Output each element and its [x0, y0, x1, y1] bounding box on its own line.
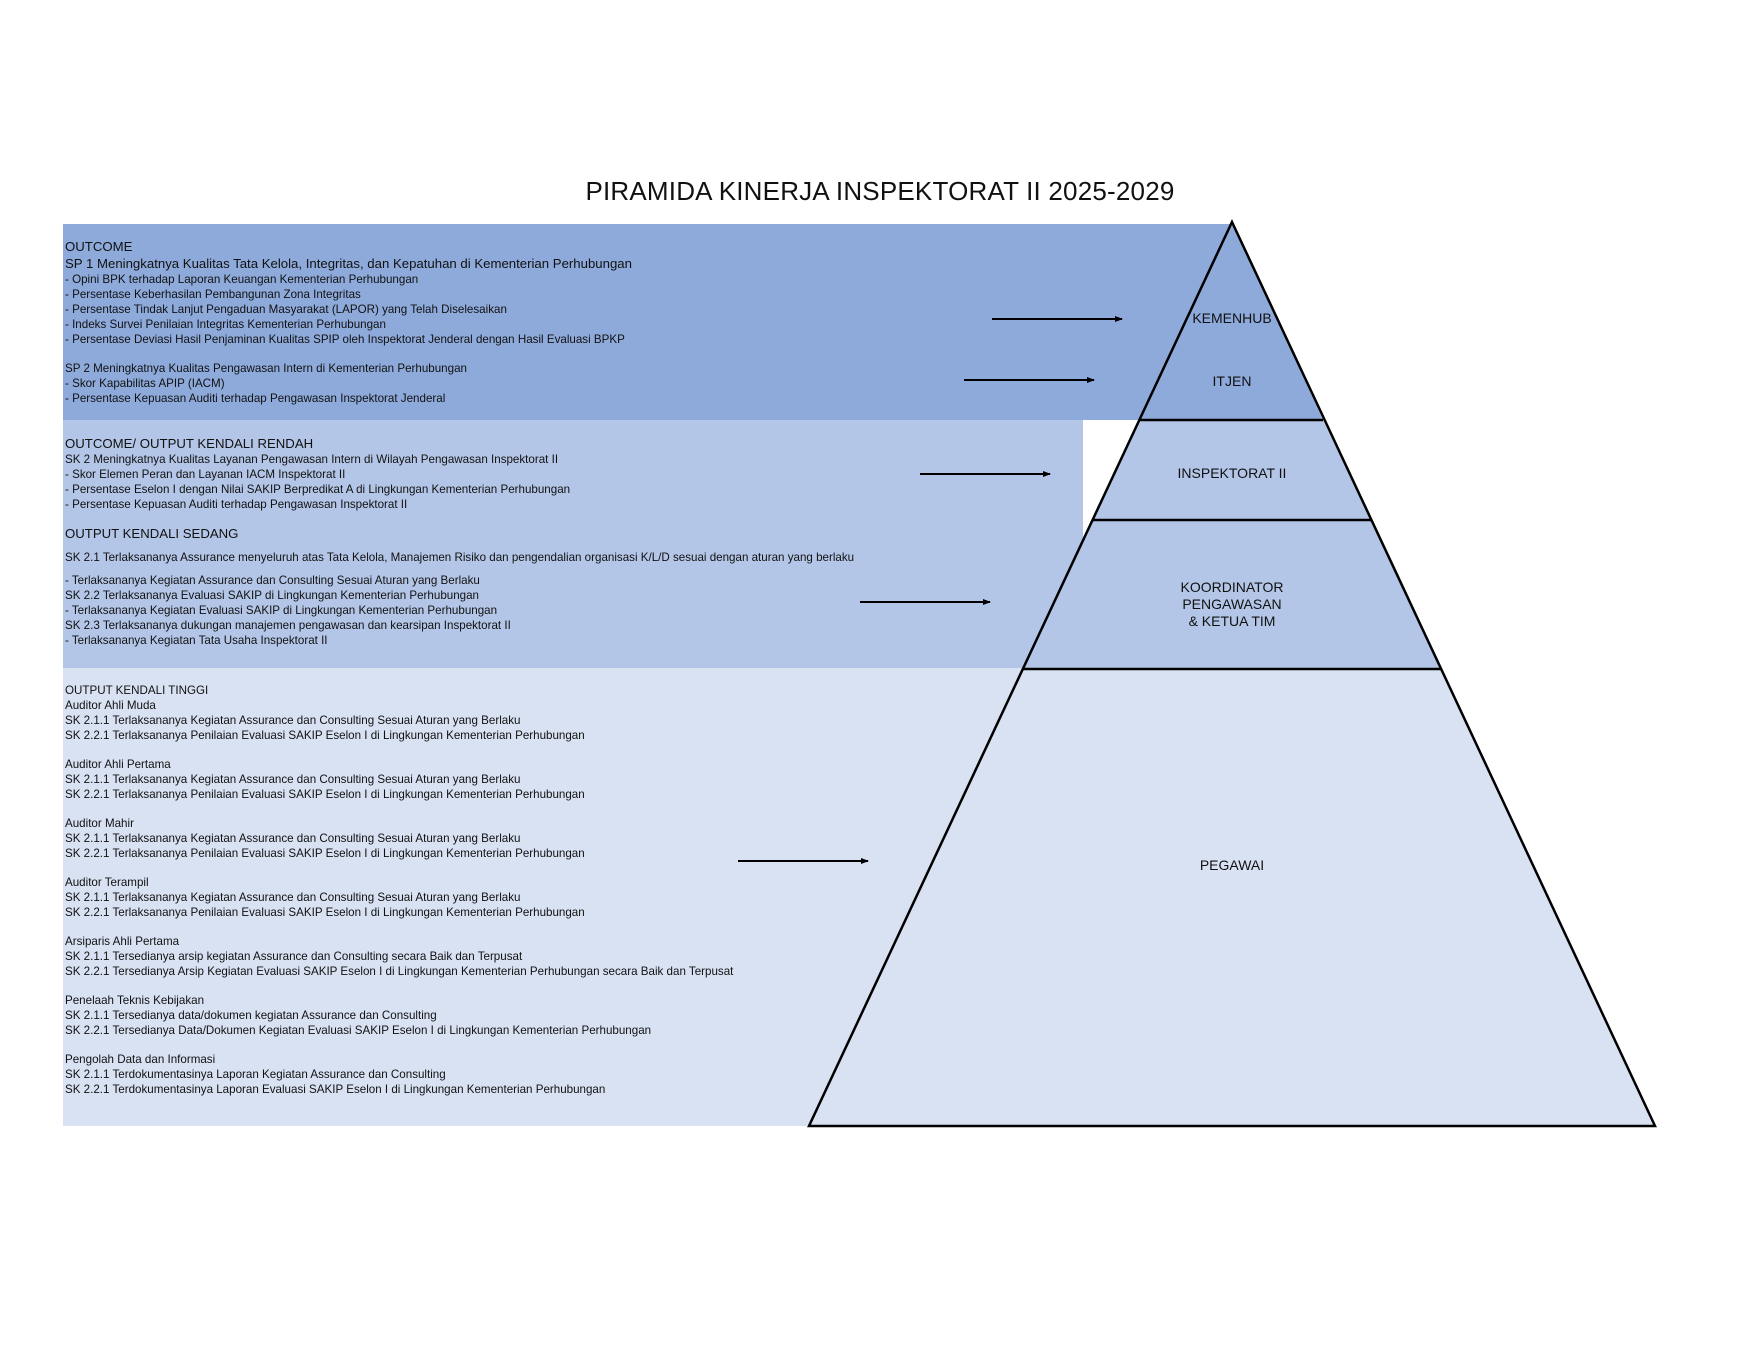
level-label-koordinator-line-3: & KETUA TIM — [1188, 613, 1276, 629]
sp1-title: SP 1 Meningkatnya Kualitas Tata Kelola, … — [65, 256, 632, 271]
role-title: Pengolah Data dan Informasi — [65, 1053, 216, 1066]
kendali-sedang-section: OUTPUT KENDALI SEDANG SK 2.1 Terlaksanan… — [65, 525, 854, 648]
level-label-itjen: ITJEN — [1212, 373, 1252, 389]
kendali-rendah-section: OUTCOME/ OUTPUT KENDALI RENDAH SK 2 Meni… — [65, 435, 570, 512]
role-title: Penelaah Teknis Kebijakan — [65, 994, 205, 1007]
role-title: Arsiparis Ahli Pertama — [65, 935, 180, 948]
sp2-title: SP 2 Meningkatnya Kualitas Pengawasan In… — [65, 362, 467, 375]
kendali-tinggi-section: OUTPUT KENDALI TINGGI Auditor Ahli Muda … — [65, 683, 733, 1097]
role-item: SK 2.2.1 Terlaksananya Penilaian Evaluas… — [65, 729, 585, 742]
role-item: SK 2.2.1 Terdokumentasinya Laporan Evalu… — [65, 1083, 606, 1096]
role-item: SK 2.2.1 Tersedianya Arsip Kegiatan Eval… — [65, 965, 734, 978]
page-title: PIRAMIDA KINERJA INSPEKTORAT II 2025-202… — [585, 176, 1175, 206]
role-item: SK 2.2.1 Terlaksananya Penilaian Evaluas… — [65, 788, 585, 801]
kendali-rendah-heading: OUTCOME/ OUTPUT KENDALI RENDAH — [65, 436, 314, 451]
kendali-sedang-item: - Terlaksananya Kegiatan Tata Usaha Insp… — [65, 634, 328, 647]
kendali-sedang-heading: OUTPUT KENDALI SEDANG — [65, 526, 239, 541]
outcome-band — [63, 224, 1233, 420]
kendali-sedang-item: SK 2.2 Terlaksananya Evaluasi SAKIP di L… — [65, 589, 480, 602]
role-item: SK 2.2.1 Terlaksananya Penilaian Evaluas… — [65, 847, 585, 860]
role-item: SK 2.2.1 Tersedianya Data/Dokumen Kegiat… — [65, 1024, 652, 1037]
sk2-item: - Persentase Eselon I dengan Nilai SAKIP… — [65, 483, 571, 496]
pyramid-tier-top — [1140, 222, 1323, 420]
sk2-title: SK 2 Meningkatnya Kualitas Layanan Penga… — [65, 453, 559, 466]
outcome-heading: OUTCOME — [65, 239, 133, 254]
level-label-koordinator-line-2: PENGAWASAN — [1182, 596, 1282, 612]
level-label-inspektorat: INSPEKTORAT II — [1177, 465, 1287, 481]
sp2-item: - Persentase Kepuasan Auditi terhadap Pe… — [65, 392, 446, 405]
level-label-kemenhub: KEMENHUB — [1192, 310, 1272, 326]
role-item: SK 2.1.1 Tersedianya data/dokumen kegiat… — [65, 1009, 437, 1022]
level-label-koordinator: KOORDINATOR PENGAWASAN & KETUA TIM — [1152, 579, 1312, 630]
kendali-sedang-item: - Terlaksananya Kegiatan Evaluasi SAKIP … — [65, 604, 498, 617]
pyramid-tier-pegawai — [809, 669, 1655, 1126]
role-title: Auditor Mahir — [65, 817, 134, 830]
role-item: SK 2.1.1 Terdokumentasinya Laporan Kegia… — [65, 1068, 446, 1081]
kendali-sedang-item: - Terlaksananya Kegiatan Assurance dan C… — [65, 574, 480, 587]
sk21-title: SK 2.1 Terlaksananya Assurance menyeluru… — [65, 551, 855, 564]
sp1-item: - Persentase Keberhasilan Pembangunan Zo… — [65, 288, 361, 301]
sp1-item: - Indeks Survei Penilaian Integritas Kem… — [65, 318, 386, 331]
kendali-tinggi-heading: OUTPUT KENDALI TINGGI — [65, 684, 209, 697]
role-item: SK 2.1.1 Tersedianya arsip kegiatan Assu… — [65, 950, 523, 963]
sk2-item: - Skor Elemen Peran dan Layanan IACM Ins… — [65, 468, 346, 481]
role-item: SK 2.1.1 Terlaksananya Kegiatan Assuranc… — [65, 714, 521, 727]
pyramid-outline — [807, 219, 1657, 1128]
role-item: SK 2.1.1 Terlaksananya Kegiatan Assuranc… — [65, 891, 521, 904]
pyramid-tier-inspektorat — [1093, 420, 1371, 520]
sp2-item: - Skor Kapabilitas APIP (IACM) — [65, 377, 225, 390]
sp1-item: - Persentase Tindak Lanjut Pengaduan Mas… — [65, 303, 507, 316]
kendali-rendah-sedang-band — [63, 420, 1083, 668]
sp1-item: - Persentase Deviasi Hasil Penjaminan Ku… — [65, 333, 625, 346]
role-item: SK 2.1.1 Terlaksananya Kegiatan Assuranc… — [65, 832, 521, 845]
sk2-item: - Persentase Kepuasan Auditi terhadap Pe… — [65, 498, 408, 511]
outcome-section: OUTCOME SP 1 Meningkatnya Kualitas Tata … — [65, 238, 632, 406]
level-label-koordinator-line-1: KOORDINATOR — [1180, 579, 1284, 595]
level-label-pegawai: PEGAWAI — [1199, 857, 1265, 873]
kendali-sedang-item: SK 2.3 Terlaksananya dukungan manajemen … — [65, 619, 511, 632]
sp1-item: - Opini BPK terhadap Laporan Keuangan Ke… — [65, 273, 419, 286]
role-title: Auditor Ahli Muda — [65, 699, 156, 712]
role-item: SK 2.1.1 Terlaksananya Kegiatan Assuranc… — [65, 773, 521, 786]
pyramid-tier-koordinator — [1023, 520, 1441, 669]
role-title: Auditor Ahli Pertama — [65, 758, 171, 771]
role-item: SK 2.2.1 Terlaksananya Penilaian Evaluas… — [65, 906, 585, 919]
role-title: Auditor Terampil — [65, 876, 149, 889]
